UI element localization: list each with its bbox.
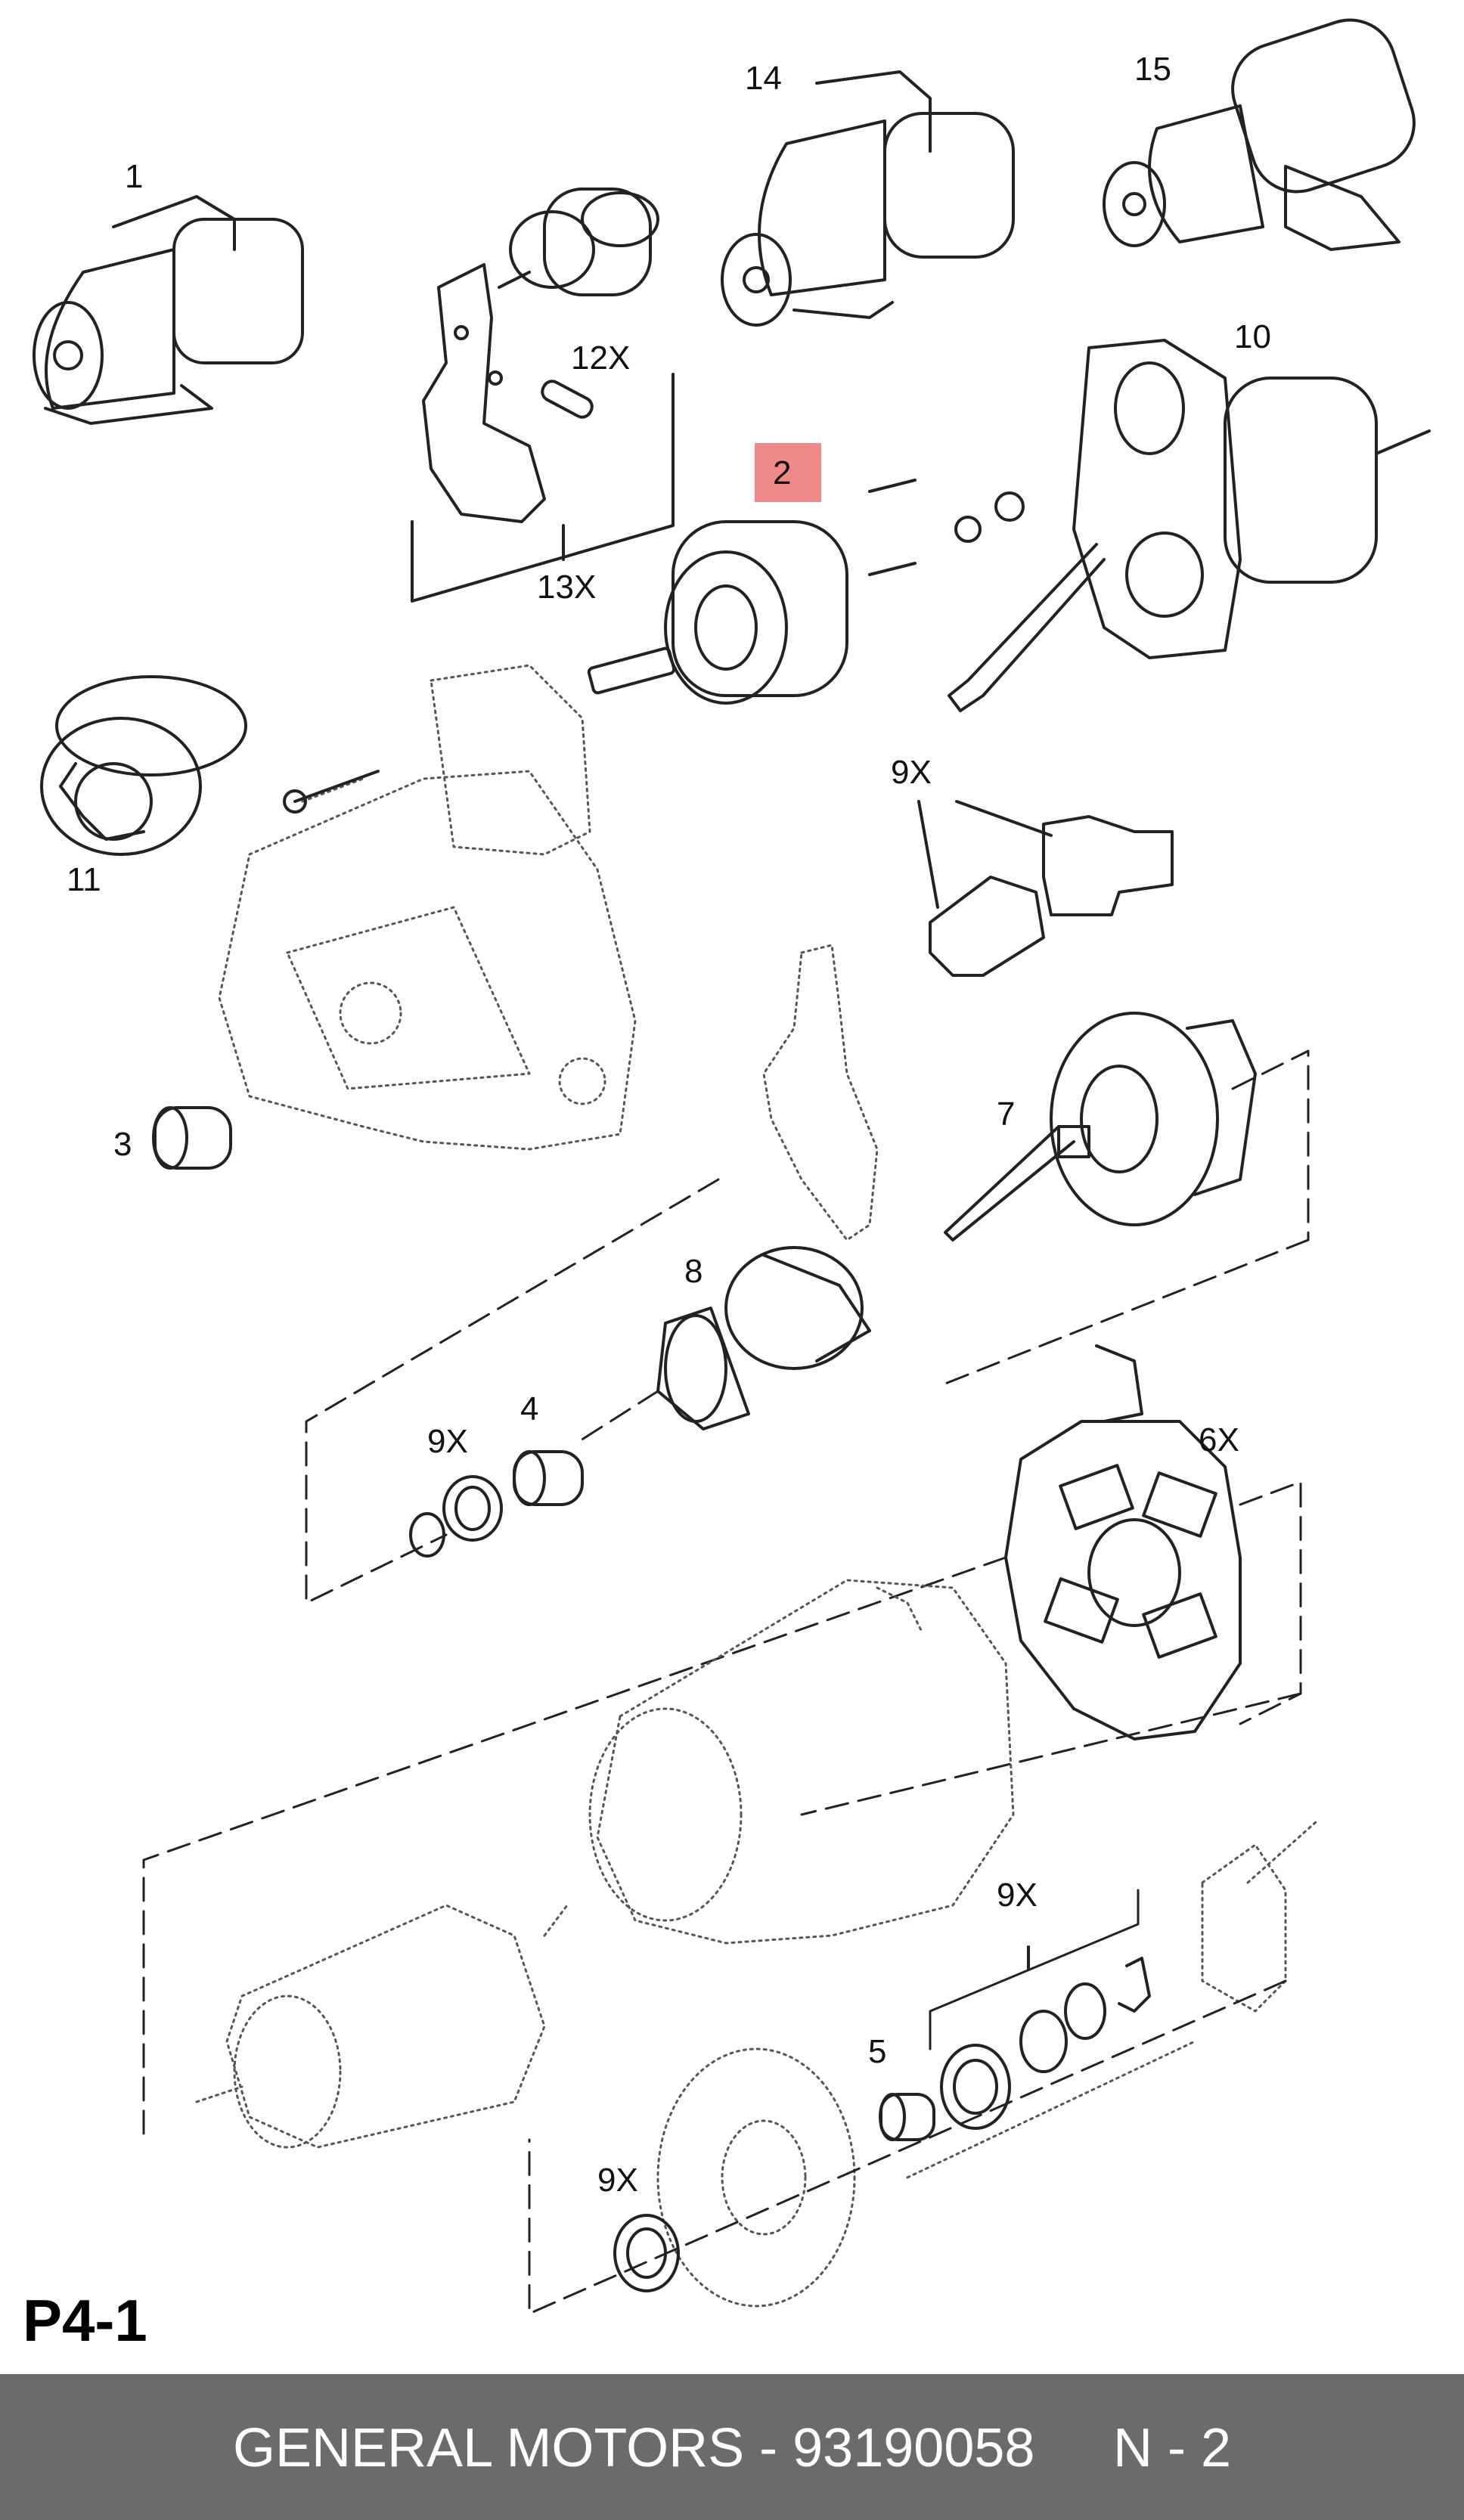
bushing-part-5 bbox=[879, 2093, 935, 2141]
callout-9x-c: 9X bbox=[997, 1877, 1038, 1914]
group-bracket bbox=[944, 1049, 1310, 1385]
housing-part-10 bbox=[948, 339, 1431, 712]
callout-4: 4 bbox=[520, 1390, 539, 1427]
highlight-box bbox=[755, 443, 821, 502]
callout-6x: 6X bbox=[1199, 1421, 1239, 1458]
fork-lever-part-13x bbox=[411, 263, 675, 603]
callout-15: 15 bbox=[1134, 51, 1171, 88]
pinion-part-8 bbox=[656, 1246, 871, 1430]
solenoid-part-2 bbox=[587, 479, 1025, 705]
pin-part-12x bbox=[541, 380, 594, 419]
pinion-part-11 bbox=[40, 675, 247, 856]
bushing-assembly bbox=[498, 188, 659, 296]
bushing-part-4 bbox=[513, 1450, 584, 1506]
end-plate-part-7 bbox=[944, 1012, 1257, 1241]
footer-position: N - 2 bbox=[1113, 2418, 1232, 2478]
bushing-part-3 bbox=[152, 1106, 232, 1170]
callout-9x-a: 9X bbox=[891, 754, 932, 791]
callout-1: 1 bbox=[125, 158, 144, 195]
field-housing bbox=[588, 1579, 1015, 1945]
callout-9x-d: 9X bbox=[597, 2162, 638, 2199]
callout-12x: 12X bbox=[571, 339, 631, 377]
callout-5: 5 bbox=[868, 2033, 887, 2070]
starter-motor-part-15 bbox=[1103, 18, 1416, 251]
seal-rings-part-9x bbox=[409, 1475, 503, 1558]
parts-diagram bbox=[33, 18, 1431, 2315]
seal-part-9x bbox=[613, 2214, 680, 2292]
callout-7: 7 bbox=[997, 1096, 1016, 1133]
callout-2: 2 bbox=[773, 454, 792, 491]
drive-end-housing bbox=[218, 664, 637, 1151]
dotted-fork-lever bbox=[762, 944, 879, 1241]
page-code: P4-1 bbox=[23, 2287, 147, 2354]
group-bracket-3 bbox=[142, 1480, 1302, 2141]
starter-motor-part-1 bbox=[33, 195, 304, 425]
callout-3: 3 bbox=[113, 1126, 132, 1163]
starter-motor-part-14 bbox=[721, 70, 1015, 327]
callout-9x-b: 9X bbox=[427, 1423, 468, 1460]
armature bbox=[195, 1904, 569, 2149]
group-bracket-4 bbox=[528, 1979, 1287, 2315]
group-bracket-2 bbox=[305, 1178, 720, 1604]
callout-14: 14 bbox=[745, 60, 782, 97]
washers-part-9x bbox=[929, 1889, 1151, 2130]
footer-brand-part: GENERAL MOTORS - 93190058 bbox=[233, 2418, 1035, 2478]
callout-11: 11 bbox=[67, 861, 101, 898]
callout-13x: 13X bbox=[537, 569, 597, 606]
callout-10: 10 bbox=[1234, 318, 1271, 355]
callout-8: 8 bbox=[684, 1253, 703, 1290]
brush-holder-part-6x bbox=[1004, 1344, 1242, 1740]
footer-bar: GENERAL MOTORS - 93190058 N - 2 bbox=[0, 2374, 1464, 2520]
insulator-part-9x bbox=[917, 800, 1174, 977]
